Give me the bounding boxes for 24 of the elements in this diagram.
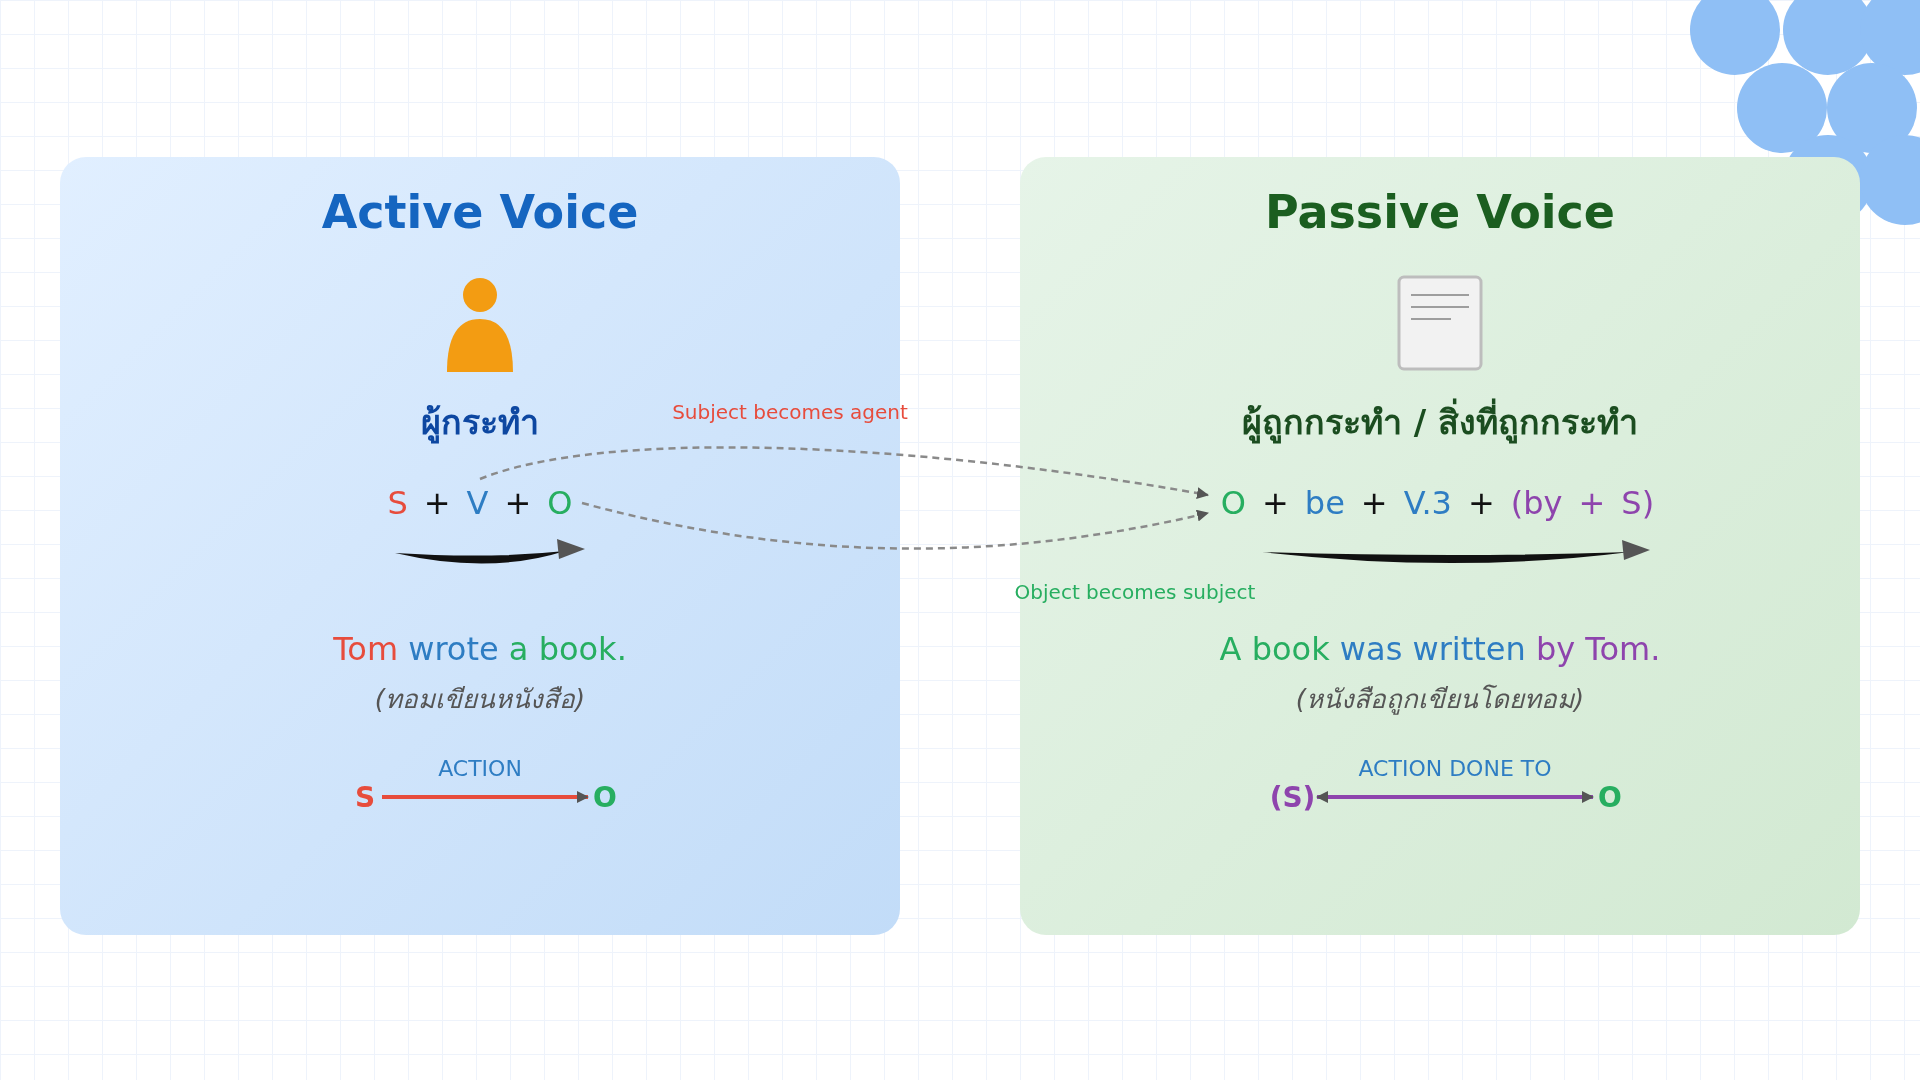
dashed-arrow bbox=[581, 501, 1209, 550]
translation: (ทอมเขียนหนังสือ) bbox=[374, 682, 586, 716]
edge-label: ACTION bbox=[438, 755, 522, 781]
arrow bbox=[382, 791, 589, 803]
formula: O + be + V.3 + (by + S) bbox=[1220, 484, 1655, 522]
translation: (หนังสือถูกเขียนโดยทอม) bbox=[1295, 682, 1585, 717]
person-icon bbox=[445, 277, 515, 372]
card-title: Passive Voice bbox=[1263, 185, 1617, 239]
role-heading: ผู้กระทำ bbox=[421, 401, 539, 446]
document-icon bbox=[1397, 275, 1483, 371]
example-sentence: Tom wrote a book. bbox=[333, 629, 627, 668]
role-heading: ผู้ถูกกระทำ / สิ่งที่ถูกกระทำ bbox=[1241, 395, 1639, 449]
edge-label: ACTION DONE TO bbox=[1358, 755, 1552, 781]
card-title: Active Voice bbox=[320, 185, 640, 239]
object-letter: O bbox=[1598, 780, 1622, 814]
dashed-arrow bbox=[479, 446, 1209, 500]
agent-letter: (S) bbox=[1269, 780, 1316, 814]
edge-label: Subject becomes agent bbox=[672, 400, 908, 424]
arrow bbox=[1316, 791, 1594, 803]
example-sentence: A book was written by Tom. bbox=[1219, 629, 1661, 668]
subject-letter: S bbox=[354, 780, 376, 814]
formula: S + V + O bbox=[387, 484, 573, 522]
object-letter: O bbox=[593, 780, 617, 814]
edge-label: Object becomes subject bbox=[1014, 580, 1256, 604]
